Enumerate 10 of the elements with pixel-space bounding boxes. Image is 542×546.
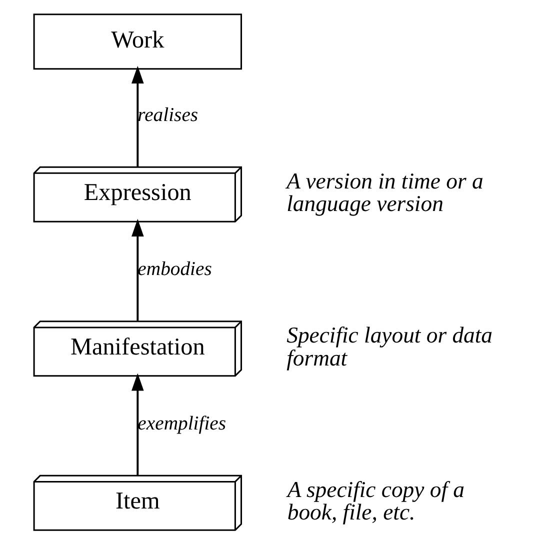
node-label: Specific layout or data format (286, 322, 492, 370)
edge-label: embodies (137, 258, 212, 280)
node-box: Work (32, 14, 242, 70)
node-label: A version in time or a language version (286, 168, 483, 216)
arrow (131, 373, 144, 476)
edge-label: exemplifies (137, 412, 226, 434)
node-label: A specific copy of a book, file, etc. (286, 476, 464, 525)
arrow (131, 66, 144, 167)
arrow (131, 218, 144, 321)
edge-label: realises (137, 104, 198, 126)
